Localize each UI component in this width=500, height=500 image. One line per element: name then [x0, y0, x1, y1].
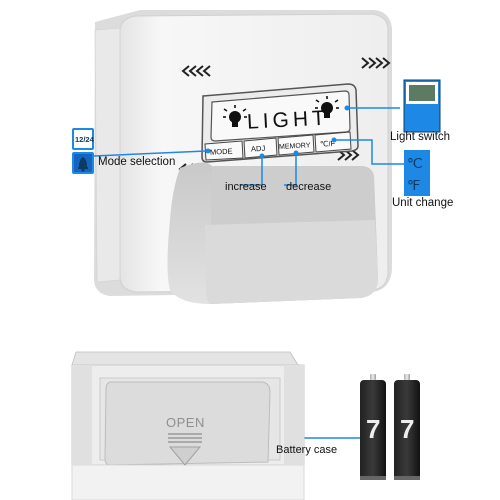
control-panel — [201, 83, 359, 163]
svg-text:12/24: 12/24 — [75, 135, 95, 144]
svg-text:℃/F: ℃/F — [320, 139, 336, 149]
lightbulb-icon — [315, 96, 339, 118]
decrease-label: decrease — [286, 181, 332, 193]
alarm-bell-icon — [72, 152, 94, 174]
increase-label: increase — [225, 181, 267, 193]
unit-change-label: Unit change — [392, 197, 454, 209]
light-switch-icon — [403, 79, 441, 133]
lightbulb-icon — [223, 105, 247, 127]
svg-text:MODE: MODE — [210, 147, 233, 157]
memory-button[interactable]: MEMORY — [277, 134, 315, 156]
celsius-icon: ℃ — [404, 150, 430, 174]
light-label[interactable]: LIGHT — [246, 106, 329, 133]
fahrenheit-icon: ℉ — [404, 172, 430, 196]
svg-text:ADJ: ADJ — [251, 144, 266, 154]
svg-text:7: 7 — [366, 414, 380, 444]
battery-aaa-2: 7 — [394, 374, 420, 480]
mode-button[interactable]: MODE — [204, 140, 244, 161]
light-switch-label: Light switch — [390, 131, 451, 143]
mode-selection-label: Mode selection — [98, 156, 176, 168]
adj-button[interactable]: ADJ — [243, 137, 278, 159]
stand — [167, 162, 378, 304]
battery-case-label: Battery case — [276, 444, 338, 456]
battery-cover-label: OPEN — [166, 415, 205, 430]
battery-aaa-1: 7 — [360, 374, 386, 480]
svg-text:MEMORY: MEMORY — [279, 142, 311, 151]
svg-text:℃: ℃ — [407, 155, 423, 171]
svg-text:7: 7 — [400, 414, 414, 444]
svg-text:℉: ℉ — [407, 177, 420, 193]
clock-12-24-icon: 12/24 — [72, 128, 95, 150]
open-arrow-icon — [168, 433, 202, 466]
